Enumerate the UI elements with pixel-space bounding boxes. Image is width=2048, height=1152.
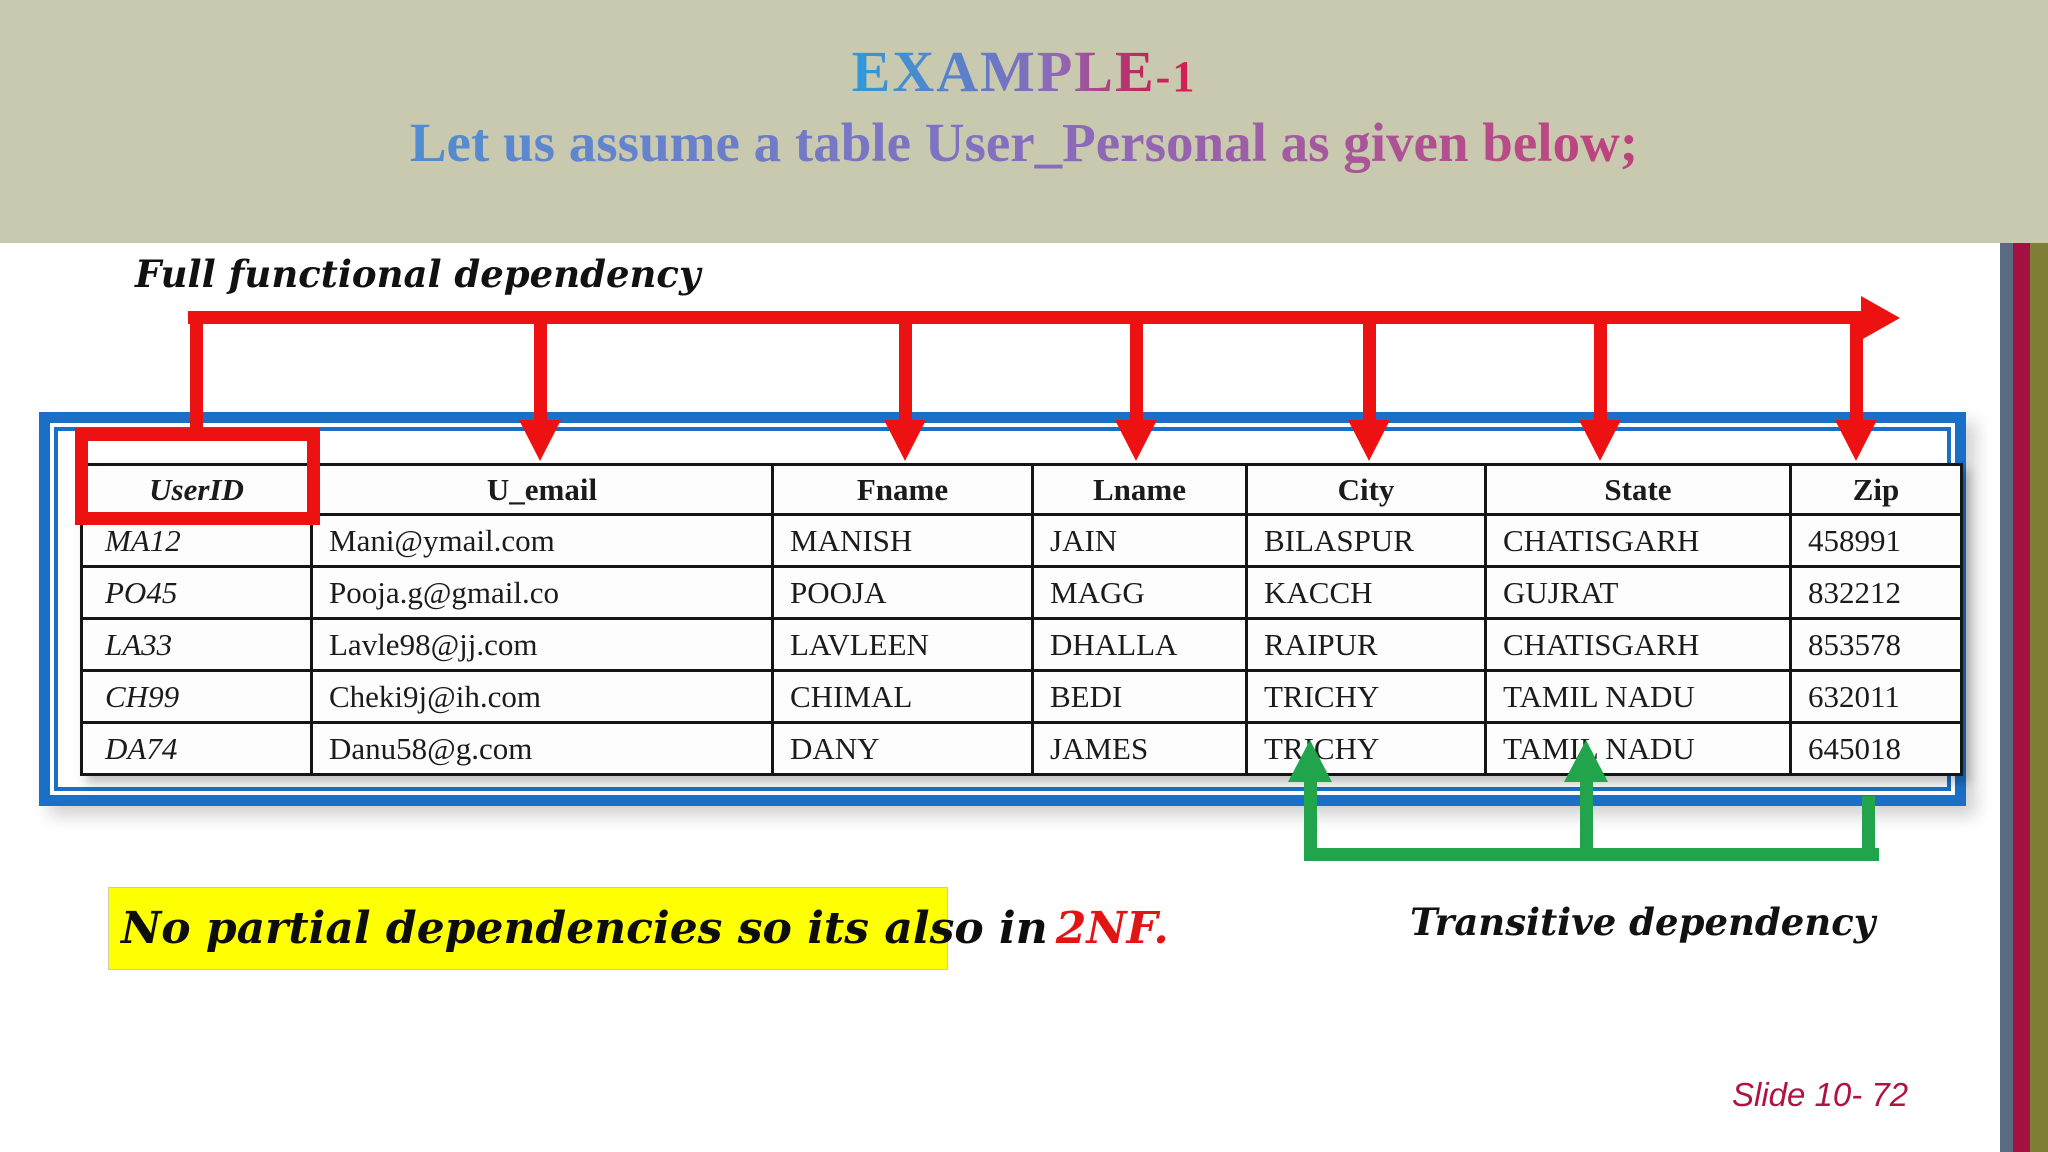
slide-subtitle: Let us assume a table User_Personal as g… — [0, 111, 2048, 174]
table-cell: MANISH — [771, 513, 1034, 568]
red-arrow-lname — [1130, 324, 1143, 424]
red-arrow-uemail — [534, 324, 547, 424]
table-cell: Cheki9j@ih.com — [310, 669, 774, 724]
note-text: No partial dependencies so its also in — [121, 903, 1048, 954]
table-cell: CHATISGARH — [1484, 513, 1792, 568]
table-cell: 632011 — [1789, 669, 1963, 724]
green-arrowhead-state-icon — [1564, 740, 1608, 782]
header-cell: U_email — [310, 463, 774, 516]
red-arrow-city — [1363, 324, 1376, 424]
slide-title-main: EXAMPLE — [851, 39, 1156, 104]
table-cell: Mani@ymail.com — [310, 513, 774, 568]
header-cell: Fname — [771, 463, 1034, 516]
red-arrow-fname — [899, 324, 912, 424]
header-cell: Zip — [1789, 463, 1963, 516]
table-cell: 832212 — [1789, 565, 1963, 620]
note-box: No partial dependencies so its also in 2… — [108, 887, 1169, 970]
slide-title: EXAMPLE-1 — [852, 38, 1197, 105]
header-cell: City — [1245, 463, 1487, 516]
red-arrowhead-fname-icon — [884, 420, 926, 461]
red-right-arrowhead-icon — [1861, 296, 1900, 340]
table-cell: DA74 — [80, 721, 313, 776]
side-stripe-crimson — [2013, 243, 2030, 1152]
slide-title-suffix: -1 — [1155, 52, 1197, 101]
header-cell: Lname — [1031, 463, 1248, 516]
table-cell: CHIMAL — [771, 669, 1034, 724]
table-cell: TRICHY — [1245, 721, 1487, 776]
header-band: EXAMPLE-1 Let us assume a table User_Per… — [0, 0, 2048, 243]
red-arrowhead-zip-icon — [1835, 420, 1877, 461]
green-arrowhead-city-icon — [1288, 740, 1332, 782]
green-arrow-state — [1580, 778, 1593, 854]
table-cell: LAVLEEN — [771, 617, 1034, 672]
red-userid-connector — [190, 324, 203, 432]
table-cell: DANY — [771, 721, 1034, 776]
table-cell: BEDI — [1031, 669, 1248, 724]
table-cell: CHATISGARH — [1484, 617, 1792, 672]
red-arrow-state — [1594, 324, 1607, 424]
side-stripe-blue — [2000, 243, 2013, 1152]
red-arrowhead-city-icon — [1348, 420, 1390, 461]
red-arrowhead-lname-icon — [1115, 420, 1157, 461]
table-cell: JAMES — [1031, 721, 1248, 776]
table-cell: 645018 — [1789, 721, 1963, 776]
red-arrowhead-state-icon — [1579, 420, 1621, 461]
table-cell: BILASPUR — [1245, 513, 1487, 568]
table-cell: 853578 — [1789, 617, 1963, 672]
table-cell: LA33 — [80, 617, 313, 672]
table-cell: Danu58@g.com — [310, 721, 774, 776]
side-stripe-olive — [2030, 243, 2048, 1152]
note-highlight: 2NF. — [1055, 903, 1169, 954]
slide-number: Slide 10- 72 — [1732, 1076, 1909, 1113]
table-cell: 458991 — [1789, 513, 1963, 568]
header-cell: State — [1484, 463, 1792, 516]
table-cell: CH99 — [80, 669, 313, 724]
table-cell: TAMIL NADU — [1484, 721, 1792, 776]
green-arrow-city — [1304, 778, 1317, 854]
userid-highlight-box — [75, 428, 320, 525]
transitive-dependency-label: Transitive dependency — [1410, 900, 1876, 944]
table-cell: KACCH — [1245, 565, 1487, 620]
green-horizontal-line — [1304, 848, 1879, 861]
table-cell: PO45 — [80, 565, 313, 620]
red-arrow-zip — [1850, 324, 1863, 424]
table-cell: JAIN — [1031, 513, 1248, 568]
table-cell: TRICHY — [1245, 669, 1487, 724]
full-dependency-label: Full functional dependency — [135, 252, 701, 296]
table-cell: DHALLA — [1031, 617, 1248, 672]
header-cell: UserID — [80, 463, 313, 516]
table-cell: MAGG — [1031, 565, 1248, 620]
table-cell: Pooja.g@gmail.co — [310, 565, 774, 620]
red-arrowhead-uemail-icon — [519, 420, 561, 461]
red-horizontal-line — [188, 311, 1865, 324]
table-cell: TAMIL NADU — [1484, 669, 1792, 724]
table-cell: RAIPUR — [1245, 617, 1487, 672]
table-cell: GUJRAT — [1484, 565, 1792, 620]
table-cell: Lavle98@jj.com — [310, 617, 774, 672]
table-cell: POOJA — [771, 565, 1034, 620]
green-zip-connector — [1862, 796, 1875, 856]
